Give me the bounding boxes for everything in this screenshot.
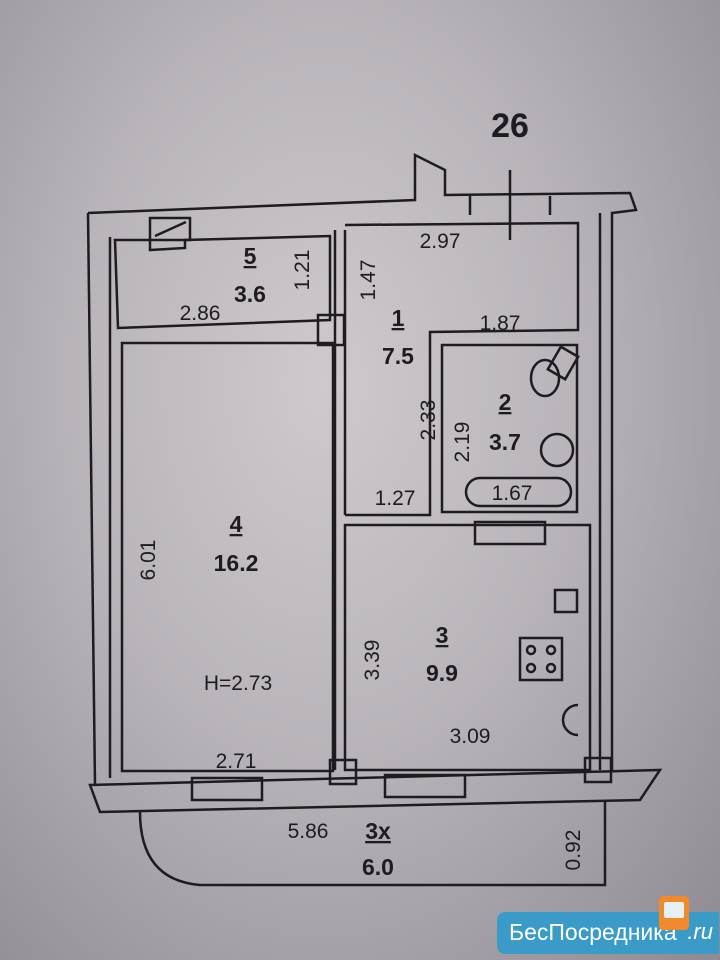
watermark-suffix: .ru [687, 919, 713, 944]
dim-3-39: 3.39 [361, 640, 384, 681]
dim-0-92: 0.92 [562, 830, 585, 871]
watermark-text: БесПосредника [509, 919, 677, 945]
dim-2-19: 2.19 [451, 422, 474, 463]
room-2-number: 2 [499, 389, 512, 415]
bottom-wall [88, 768, 663, 814]
building-number: 26 [491, 107, 529, 145]
kitchen-fixture [561, 703, 579, 737]
mascot-icon [659, 896, 689, 930]
dim-6-01: 6.01 [137, 540, 160, 581]
dim-2-97: 2.97 [420, 230, 461, 253]
ceiling-height: H=2.73 [204, 672, 272, 695]
dim-1-21: 1.21 [291, 250, 314, 291]
sink-kitchen-icon [553, 588, 579, 614]
room-1-number: 1 [392, 305, 405, 331]
room-3-area: 9.9 [426, 660, 458, 686]
column [328, 758, 358, 786]
balcony-area: 6.0 [362, 854, 394, 880]
room-5-area: 3.6 [234, 281, 266, 307]
room-2-area: 3.7 [489, 429, 521, 455]
dim-2-33: 2.33 [417, 400, 440, 441]
radiator-icon [148, 216, 192, 242]
room-3-number: 3 [436, 622, 449, 648]
balcony-outline [138, 802, 607, 887]
dim-5-86: 5.86 [288, 820, 329, 843]
inner-outline [108, 213, 602, 778]
window-sill [473, 520, 547, 546]
window [383, 773, 467, 799]
room-1-area: 7.5 [382, 343, 414, 369]
room-5-number: 5 [244, 243, 257, 269]
dim-1-67: 1.67 [492, 482, 533, 505]
dim-1-87: 1.87 [480, 312, 521, 335]
toilet-icon [529, 358, 561, 398]
dim-1-27: 1.27 [375, 487, 416, 510]
watermark-logo: БесПосредника .ru [497, 896, 719, 954]
room-2-outline [440, 343, 579, 514]
outer-wall [86, 152, 638, 786]
column [583, 756, 613, 784]
room-3-outline [343, 523, 592, 772]
bathtub-icon [464, 476, 573, 508]
dim-2-71: 2.71 [216, 750, 257, 773]
room-4-area: 16.2 [214, 550, 259, 576]
window [190, 776, 264, 802]
dim-2-86: 2.86 [180, 302, 221, 325]
toilet-tank-icon [546, 345, 580, 381]
room-4-outline [120, 341, 335, 773]
dim-1-47: 1.47 [357, 260, 380, 301]
room-4-number: 4 [230, 511, 243, 537]
room-1-outline [344, 221, 580, 517]
dim-3-09: 3.09 [450, 725, 491, 748]
sink-icon [539, 432, 575, 468]
balcony-label: 3х [365, 818, 391, 844]
stove-icon [518, 636, 564, 682]
